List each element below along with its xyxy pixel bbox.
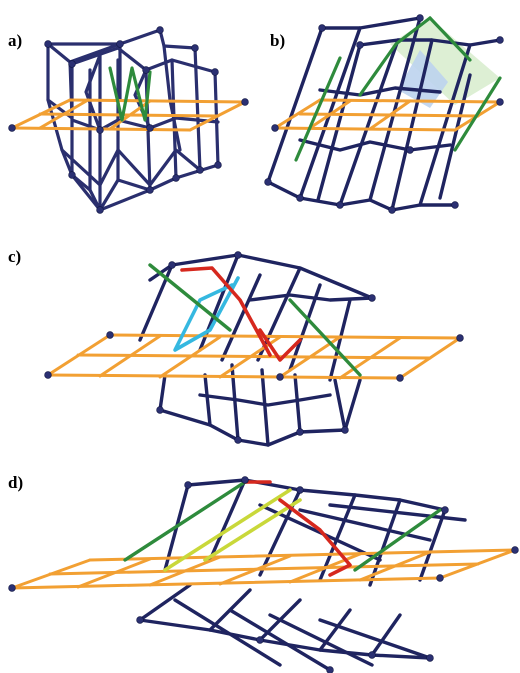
panel-a-label: a) [8,31,22,50]
panel-b-label: b) [270,31,285,50]
panel-b-highlight [294,16,502,162]
panel-a-highlight [108,66,152,122]
panel-c-highlight-cyan [173,276,240,352]
panel-a-plane [10,98,247,132]
panel-a-nodes [8,26,249,214]
panel-c-highlight-green [148,263,362,377]
panel-d-highlight-red [243,480,352,577]
panel-d-plane [10,548,517,590]
panel-b-nodes [264,14,504,214]
panel-d: d) [8,473,519,673]
panel-d-framework [138,478,467,672]
panel-c-nodes [44,251,464,444]
panel-c-highlight-red [180,266,302,362]
panel-c-plane [46,333,462,380]
panel-c-framework [138,253,374,447]
panel-a: a) [8,26,249,214]
panel-a-framework [46,28,220,212]
panel-d-highlight-green [123,480,442,572]
panel-d-nodes [8,476,519,673]
panel-c: c) [8,247,464,447]
panel-b-plane [273,98,502,132]
panel-d-label: d) [8,473,23,492]
panel-b: b) [264,14,504,214]
panel-d-highlight-yellow [163,488,302,572]
panel-c-label: c) [8,247,21,266]
